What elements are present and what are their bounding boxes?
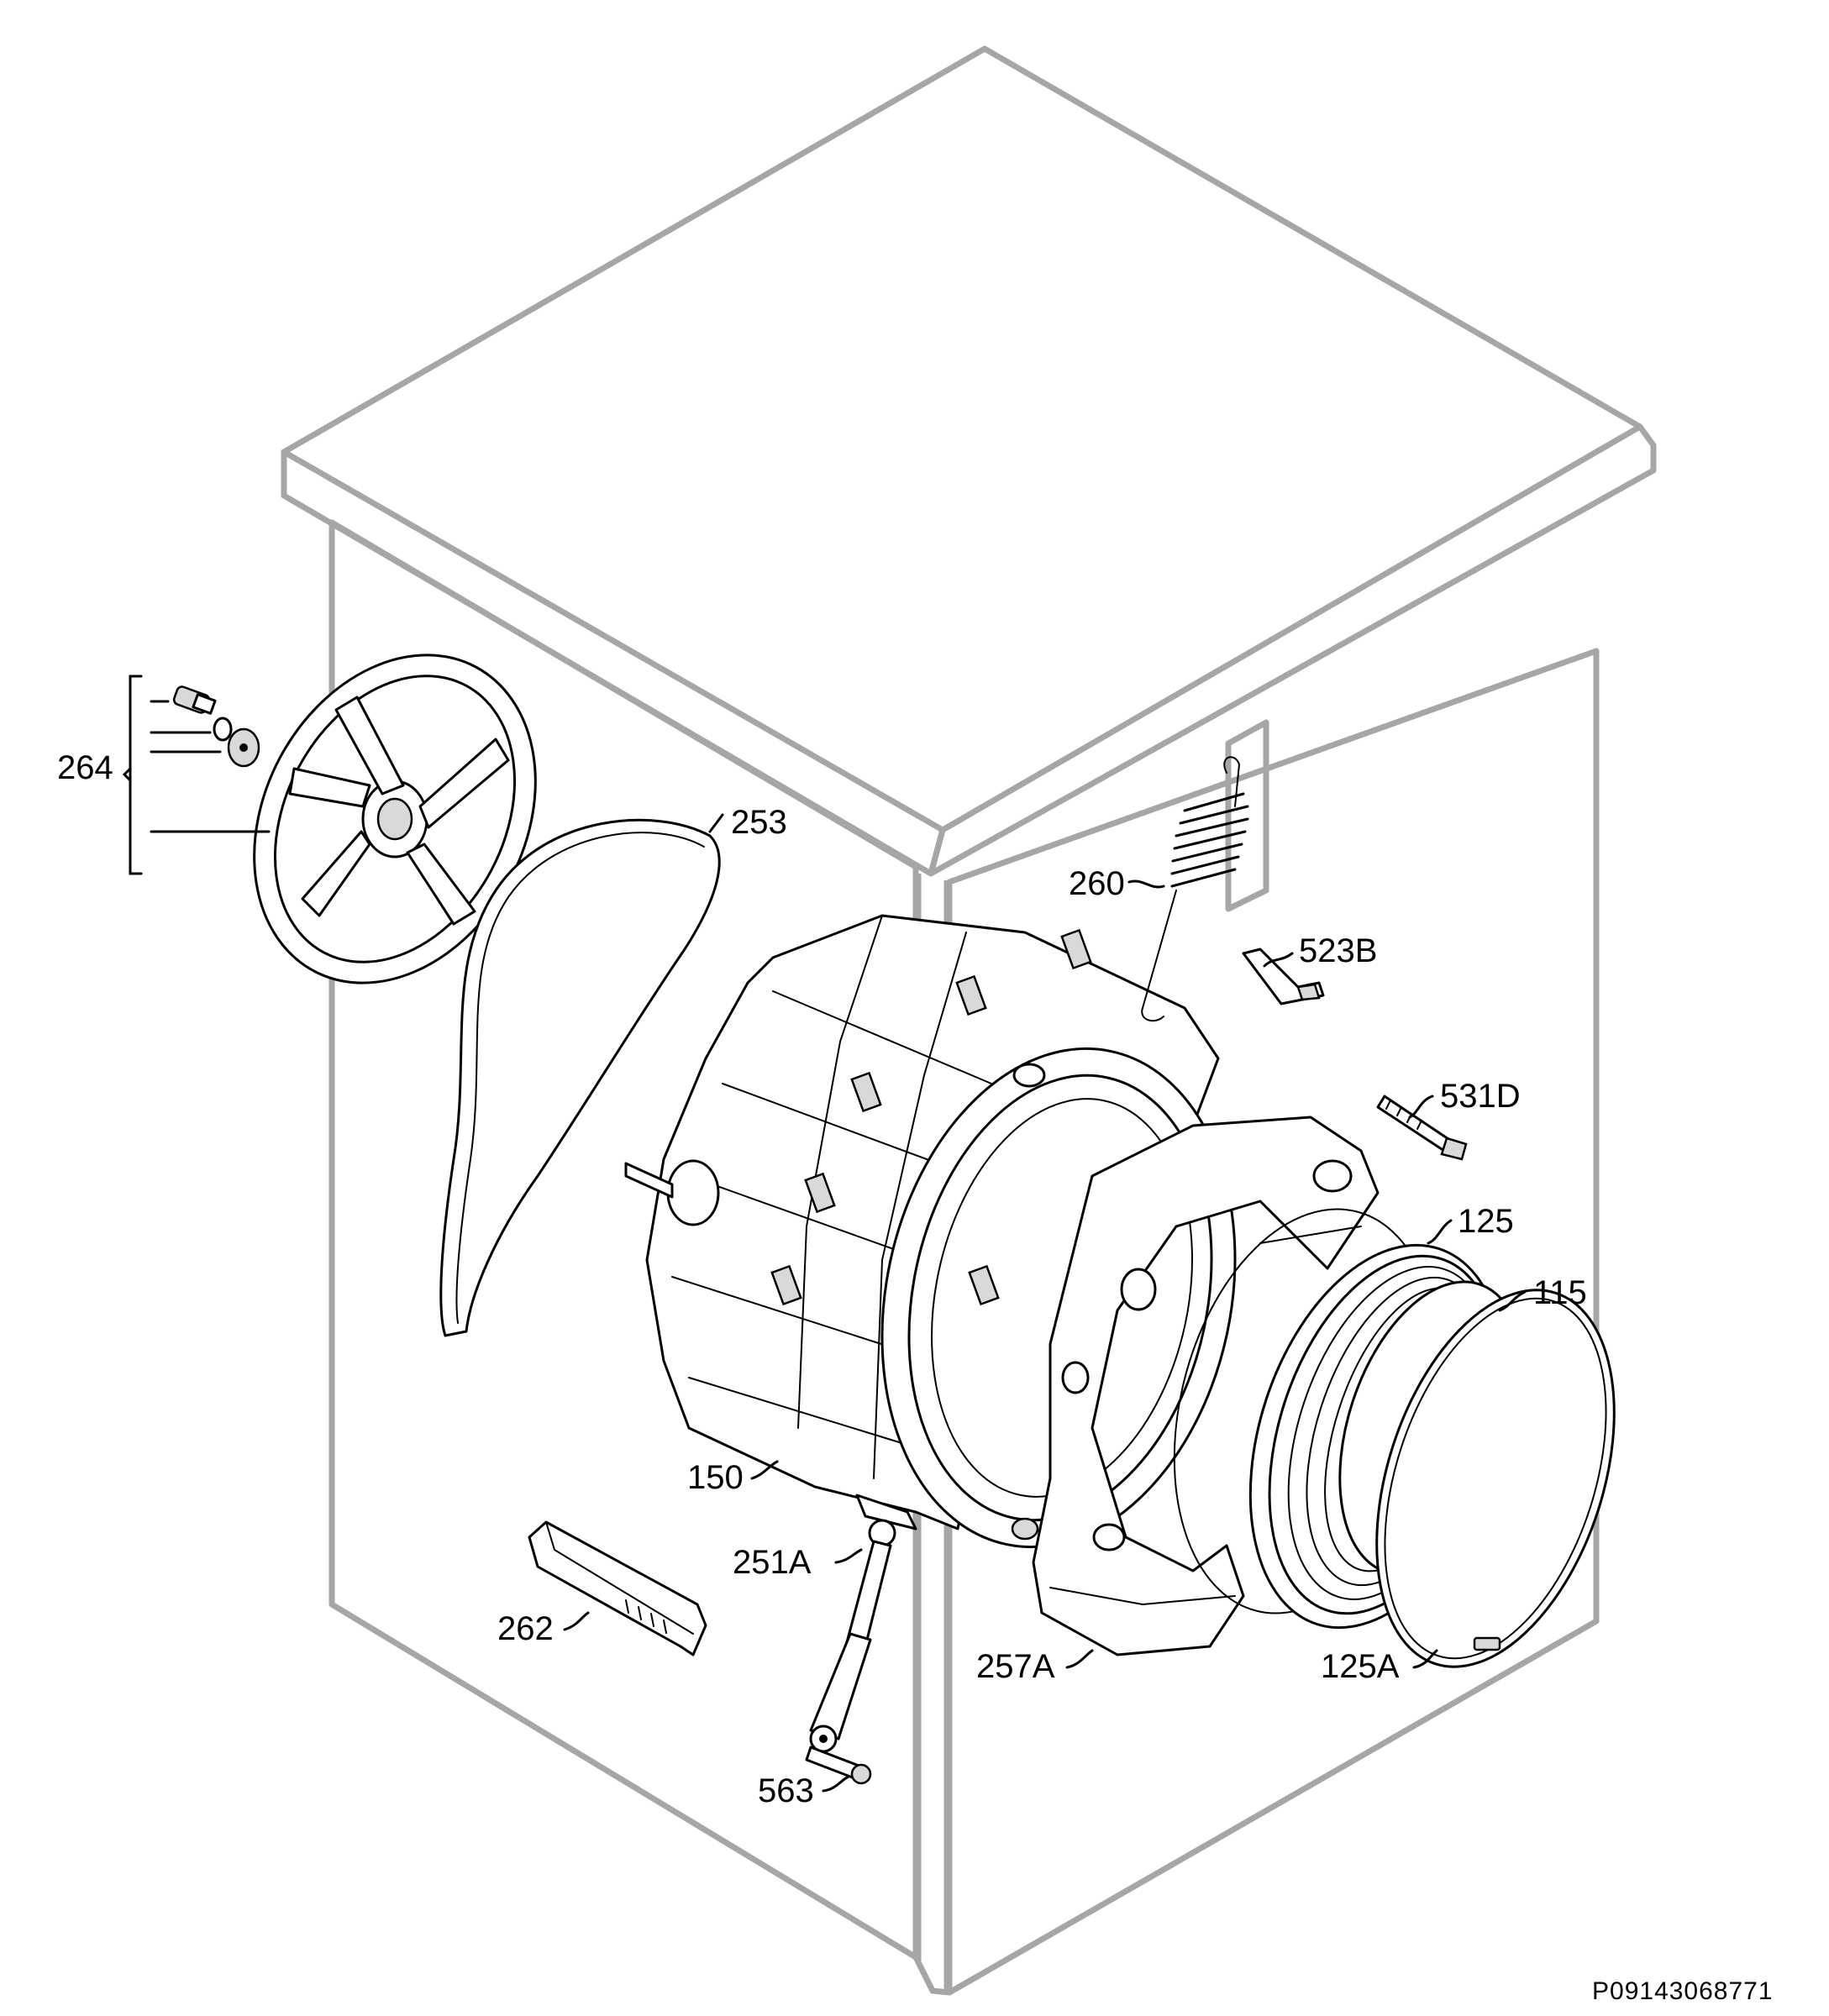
label-115: 115 [1533,1274,1587,1311]
hinge-pin [805,1746,872,1785]
callout-labels: 264 253 260 523B 531D 125 115 150 251A 2… [57,749,1587,1809]
drive-belt [439,818,721,1337]
shock-absorber [809,1519,896,1753]
label-531d: 531D [1440,1078,1521,1115]
drawer-handle [528,1520,707,1656]
door-seal-clamp [1375,1289,1616,1668]
front-counterweight [1032,1116,1380,1656]
label-264: 264 [57,749,113,786]
circlip-icon [213,717,233,742]
label-262: 262 [497,1610,554,1647]
label-260: 260 [1069,865,1125,902]
label-253: 253 [731,804,787,841]
callout-264-bracket [122,675,271,875]
label-125a: 125A [1321,1648,1400,1685]
label-150: 150 [687,1459,744,1496]
pulley-bolt-icon [172,685,217,715]
tub-assembly [624,914,1237,1549]
sensor-bracket [1242,948,1325,1005]
label-563: 563 [758,1772,814,1809]
suspension-spring [1141,756,1249,1022]
reference-code: P09143068771 [1592,1977,1774,2005]
pulley-assembly [172,654,537,984]
label-251a: 251A [733,1544,812,1581]
label-523b: 523B [1299,932,1377,969]
label-125: 125 [1458,1203,1514,1240]
label-257a: 257A [976,1648,1055,1685]
screw [1376,1095,1468,1161]
callout-leaders [563,813,1527,1793]
